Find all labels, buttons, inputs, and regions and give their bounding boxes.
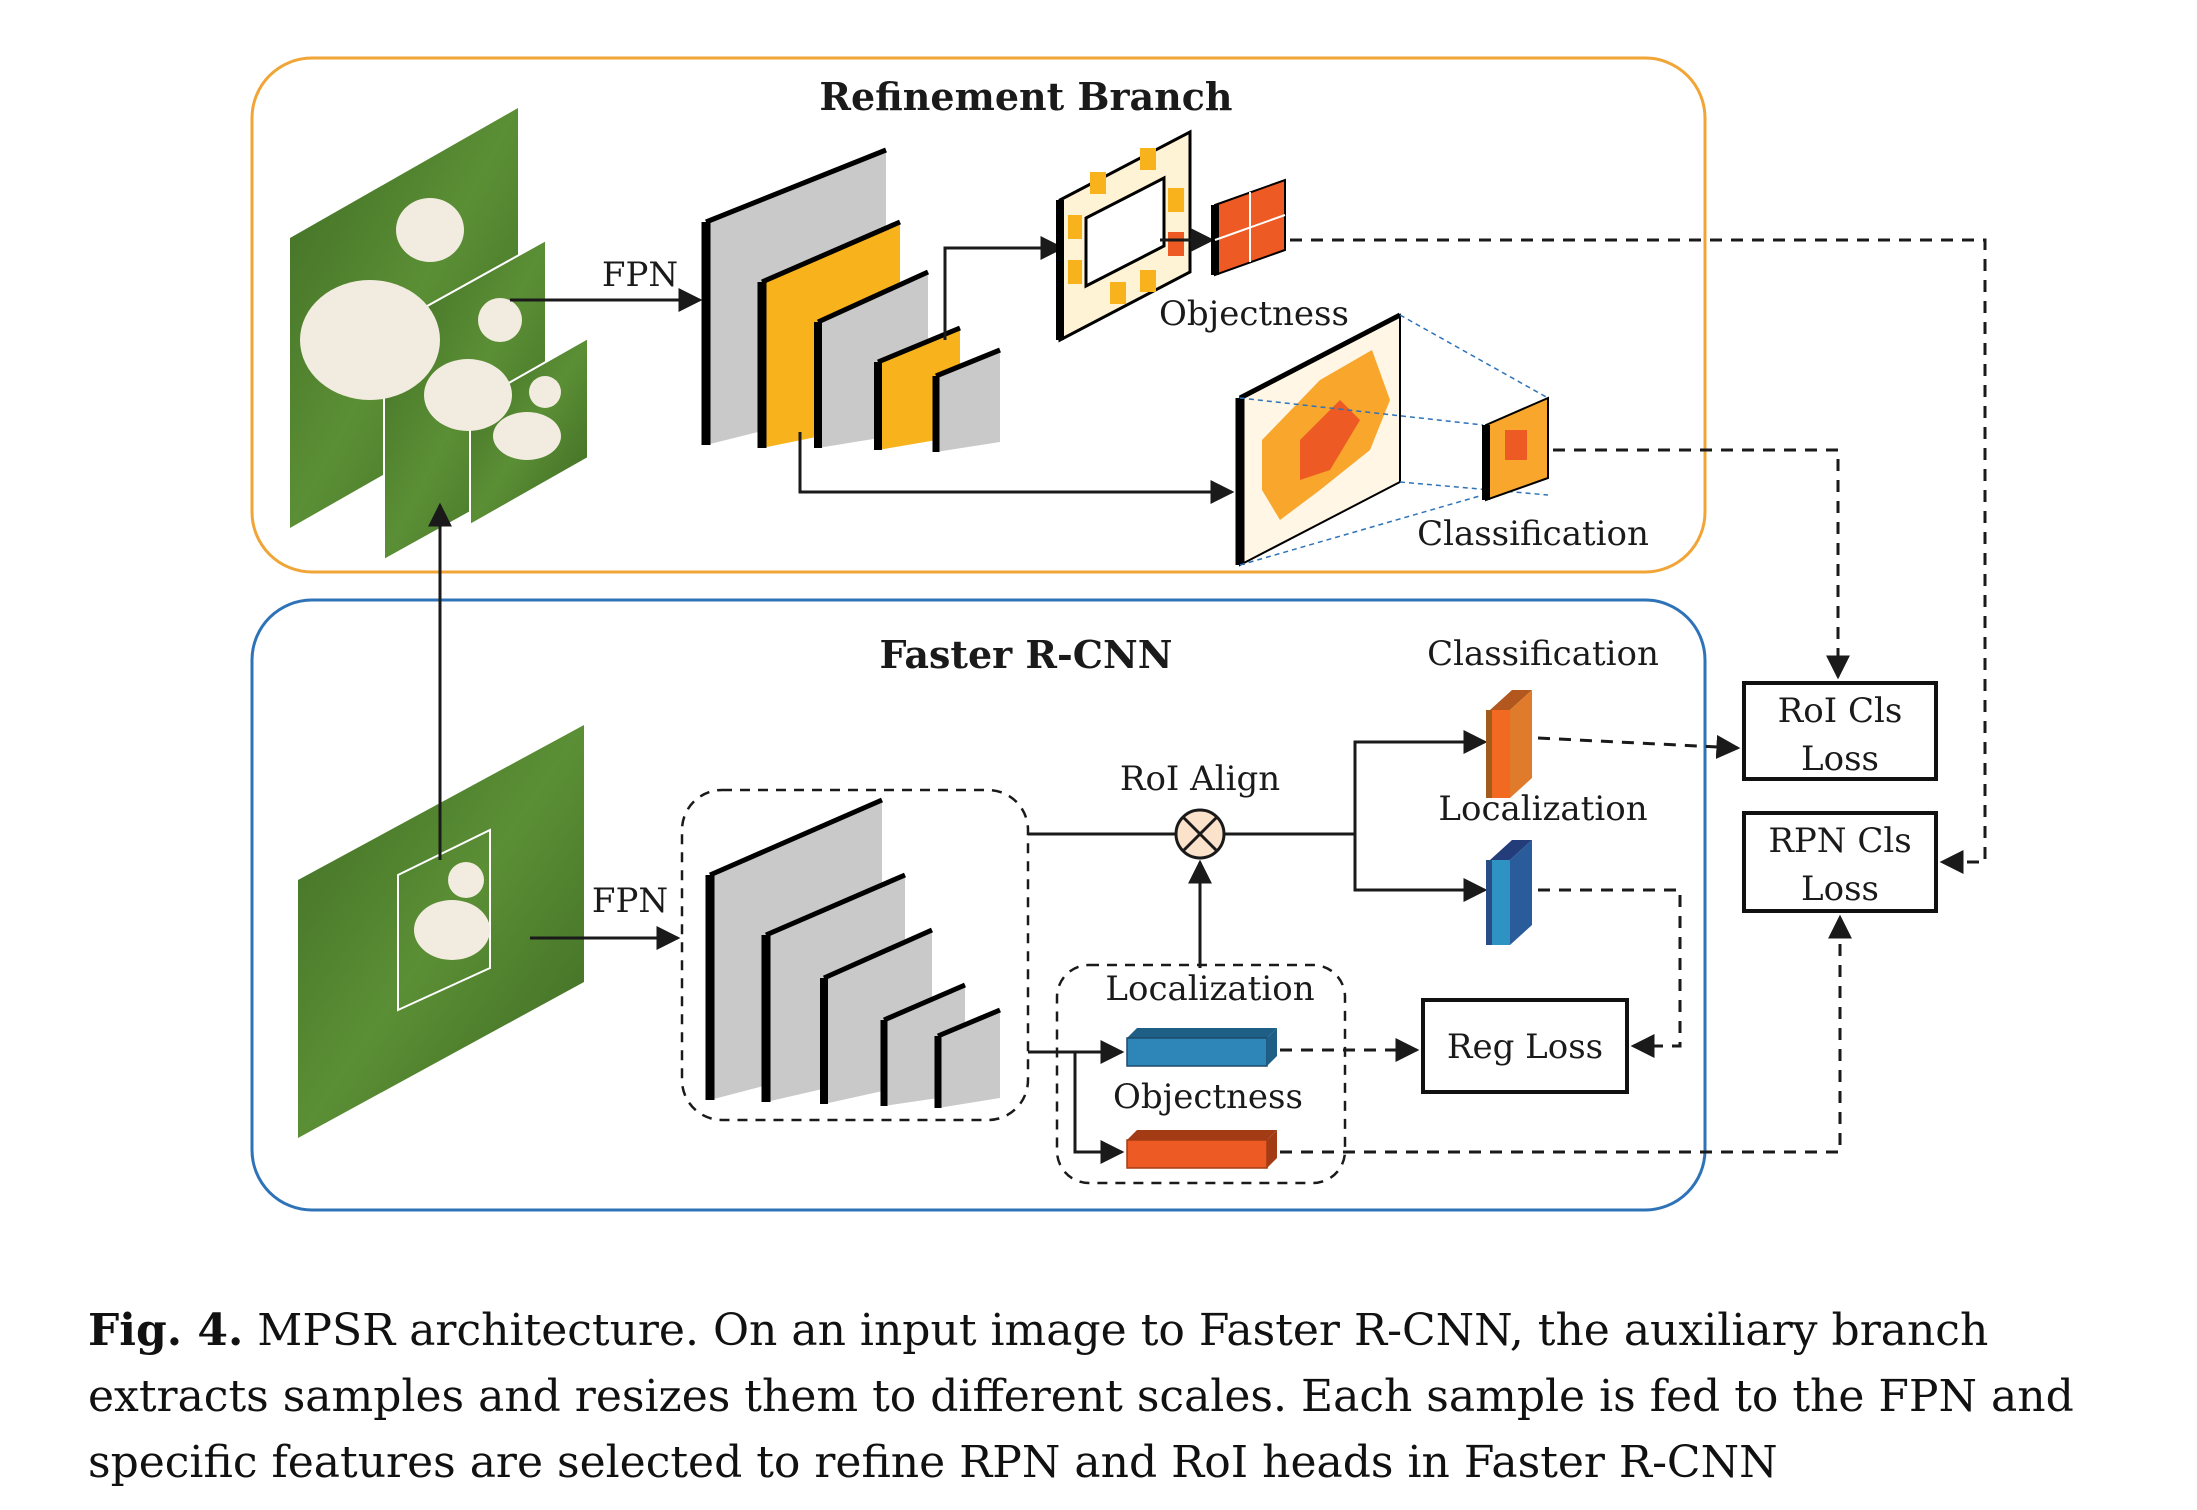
refinement-branch-border — [250, 56, 1707, 574]
roi-classification-head — [1486, 690, 1532, 798]
refinement-branch: Refinement Branch FPN — [250, 56, 1707, 574]
roi-localization-head — [1486, 840, 1532, 945]
refinement-objectness-label: Objectness — [1159, 294, 1349, 334]
rpn-objectness-label: Objectness — [1113, 1077, 1303, 1117]
rpn-box — [1055, 963, 1347, 1185]
refinement-title: Refinement Branch — [819, 74, 1232, 119]
rpn-localization-bar — [1126, 1028, 1277, 1067]
objectness-grid — [1056, 129, 1192, 343]
rpn-cls-loss-line2: Loss — [1801, 869, 1879, 909]
multi-scale-dog-images — [290, 108, 589, 562]
faster-localization-top-label: Localization — [1438, 789, 1647, 829]
roi-align-label: RoI Align — [1120, 759, 1280, 799]
roi-cls-loss: RoI Cls Loss — [1742, 681, 1938, 781]
faster-rcnn: Faster R-CNN FPN — [250, 502, 1707, 1212]
loss-connections — [1280, 238, 1987, 1154]
classification-feature — [1482, 396, 1549, 502]
rpn-cls-loss-line1: RPN Cls — [1768, 821, 1911, 861]
classification-heatmap — [1235, 312, 1402, 567]
roi-align-node — [1174, 808, 1226, 860]
faster-rcnn-border — [250, 598, 1707, 1212]
dog-image-medium — [424, 359, 512, 431]
faster-fpn-features — [705, 797, 1001, 1108]
figure-label: Fig. 4. — [88, 1305, 244, 1356]
faster-classification-label: Classification — [1427, 634, 1659, 674]
rpn-cls-loss-box — [1742, 811, 1938, 913]
faster-fpn-label: FPN — [592, 881, 668, 921]
faster-fpn-box — [680, 788, 1030, 1122]
figure-caption: Fig. 4. MPSR architecture. On an input i… — [88, 1298, 2168, 1496]
rpn-localization-label: Localization — [1105, 969, 1314, 1009]
dog-image-small — [493, 412, 561, 460]
dog-image-large — [300, 280, 440, 400]
refinement-classification-label: Classification — [1417, 514, 1649, 554]
heatmap-projection-lines — [1239, 314, 1549, 566]
roi-cls-loss-line1: RoI Cls — [1778, 691, 1903, 731]
objectness-feature — [1211, 178, 1286, 277]
roi-cls-loss-line2: Loss — [1801, 739, 1879, 779]
roi-cls-loss-box — [1742, 681, 1938, 781]
rpn-cls-loss: RPN Cls Loss — [1742, 811, 1938, 913]
figure-caption-text: MPSR architecture. On an input image to … — [88, 1305, 2074, 1488]
refinement-fpn-features — [701, 147, 1001, 452]
faster-rcnn-title: Faster R-CNN — [880, 632, 1173, 677]
refinement-fpn-label: FPN — [602, 255, 678, 295]
reg-loss-box — [1421, 998, 1629, 1094]
reg-loss-label: Reg Loss — [1447, 1027, 1603, 1067]
input-image — [298, 725, 584, 1138]
rpn-objectness-bar — [1126, 1130, 1277, 1169]
